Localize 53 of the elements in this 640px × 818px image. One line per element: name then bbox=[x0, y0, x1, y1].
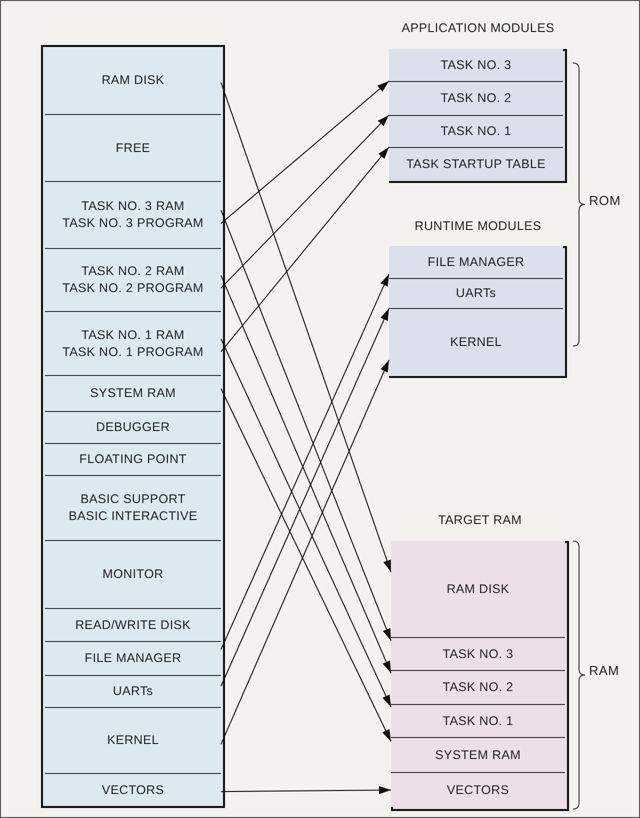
segment-label: SYSTEM RAM bbox=[90, 385, 176, 402]
memory-segment bbox=[389, 49, 563, 82]
memory-segment bbox=[391, 738, 565, 773]
segment-label: SYSTEM RAM bbox=[435, 746, 521, 764]
segment-label: TASK NO. 3 RAM bbox=[81, 198, 185, 215]
arrow bbox=[220, 210, 392, 642]
segment-label: TASK NO. 1 RAM bbox=[81, 326, 185, 344]
group-heading: APPLICATION MODULES bbox=[400, 21, 556, 35]
segment-label: UARTs bbox=[112, 683, 154, 700]
segment-label: TASK NO. 2 bbox=[442, 679, 514, 696]
memory-segment bbox=[389, 246, 563, 279]
segment-label: RAM DISK bbox=[446, 580, 510, 598]
segment-label: TASK NO. 1 PROGRAM bbox=[62, 344, 204, 360]
segment-label: DEBUGGER bbox=[96, 419, 170, 436]
arrow bbox=[220, 146, 390, 352]
segment-label: TASK NO. 2 bbox=[440, 90, 512, 107]
segment-label: UARTs bbox=[456, 285, 496, 302]
group-heading: RUNTIME MODULES bbox=[414, 219, 542, 233]
memory-segment bbox=[389, 116, 563, 148]
memory-segment bbox=[389, 279, 563, 309]
segment-label: TASK NO. 3 bbox=[442, 646, 514, 662]
segment-label: TASK NO. 1 bbox=[442, 712, 514, 730]
segment-label: TASK STARTUP TABLE bbox=[406, 156, 546, 173]
segment-label: TASK NO. 1 bbox=[440, 123, 512, 140]
segment-label: RAM DISK bbox=[102, 72, 164, 89]
memory-segment bbox=[389, 82, 563, 116]
segment-label: BASIC SUPPORT bbox=[80, 491, 186, 508]
group-heading: TARGET RAM bbox=[437, 513, 523, 527]
segment-label: TASK NO. 2 RAM bbox=[81, 263, 185, 280]
arrow bbox=[220, 82, 392, 573]
bracket-label: RAM bbox=[589, 663, 620, 678]
segment-label: FILE MANAGER bbox=[84, 650, 182, 667]
segment-label: VECTORS bbox=[446, 782, 510, 798]
memory-segment bbox=[391, 638, 565, 671]
arrow bbox=[220, 786, 392, 794]
segment-label: FREE bbox=[116, 140, 150, 156]
segment-label: KERNEL bbox=[450, 334, 502, 351]
segment-label: READ/WRITE DISK bbox=[75, 616, 191, 634]
segment-label: FILE MANAGER bbox=[428, 254, 524, 270]
arrow bbox=[220, 80, 390, 224]
segment-label: BASIC INTERACTIVE bbox=[68, 508, 198, 525]
segment-label: VECTORS bbox=[102, 782, 164, 798]
bracket-label: ROM bbox=[589, 193, 621, 208]
segment-label: FLOATING POINT bbox=[79, 451, 187, 468]
segment-label: KERNEL bbox=[107, 732, 159, 749]
memory-segment bbox=[391, 705, 565, 738]
arrow bbox=[220, 114, 390, 289]
segment-label: MONITOR bbox=[102, 566, 164, 583]
memory-segment bbox=[391, 541, 565, 638]
segment-label: TASK NO. 3 PROGRAM bbox=[62, 215, 204, 232]
segment-label: TASK NO. 2 PROGRAM bbox=[62, 280, 204, 297]
memory-segment bbox=[391, 671, 565, 705]
segment-label: TASK NO. 3 bbox=[440, 56, 512, 74]
